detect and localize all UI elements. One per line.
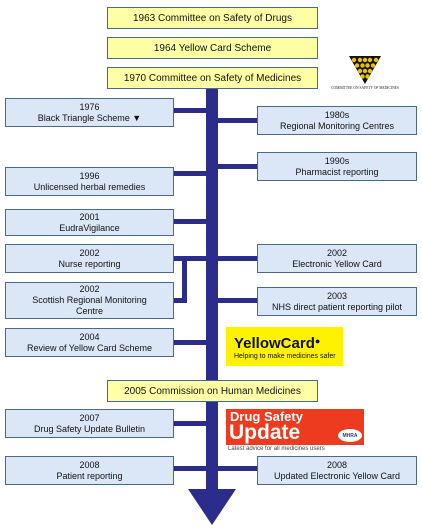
event-year: 2008 (79, 459, 100, 470)
yellow-card-logo-tagline: Helping to make medicines safer (234, 352, 336, 360)
event-1976: 1976 Black Triangle Scheme ▼ (5, 98, 174, 127)
left-connectors (173, 108, 207, 471)
drug-safety-update-logo: Drug Safety Update MHRA Latest advice fo… (226, 409, 366, 455)
event-2002-nurse: 2002 Nurse reporting (5, 244, 174, 273)
yellow-card-logo-title: YellowCard● (234, 334, 321, 352)
milestone-label: 2005 Commission on Human Medicines (124, 385, 301, 397)
event-year: 2002 (79, 247, 100, 258)
event-label: Patient reporting (56, 470, 123, 481)
event-label: Scottish Regional Monitoring Centre (32, 295, 147, 316)
milestone-1970: 1970 Committee on Safety of Medicines (107, 67, 318, 89)
event-year: 1996 (79, 170, 100, 181)
milestone-1963: 1963 Committee on Safety of Drugs (107, 7, 318, 29)
event-label: Updated Electronic Yellow Card (273, 470, 401, 481)
mhra-badge-icon: MHRA (338, 429, 362, 442)
event-label: Regional Monitoring Centres (279, 120, 395, 131)
event-1990s: 1990s Pharmacist reporting (257, 152, 417, 181)
milestone-label: 1964 Yellow Card Scheme (153, 42, 272, 54)
right-connectors (217, 118, 258, 471)
event-2004: 2004 Review of Yellow Card Scheme (5, 328, 174, 357)
milestone-label: 1970 Committee on Safety of Medicines (123, 72, 302, 84)
milestone-2005: 2005 Commission on Human Medicines (107, 380, 318, 402)
event-year: 2001 (79, 211, 100, 222)
milestone-1964: 1964 Yellow Card Scheme (107, 37, 318, 59)
event-year: 2002 (326, 247, 348, 258)
event-1996: 1996 Unlicensed herbal remedies (5, 167, 174, 196)
event-1980s: 1980s Regional Monitoring Centres (257, 106, 417, 135)
event-label: Black Triangle Scheme ▼ (37, 112, 142, 123)
event-2002-scottish: 2002 Scottish Regional Monitoring Centre (5, 282, 174, 319)
timeline-arrowhead (188, 489, 236, 525)
event-label: Pharmacist reporting (295, 166, 379, 177)
yellow-card-logo: YellowCard● Helping to make medicines sa… (226, 327, 343, 366)
event-2008-patient: 2008 Patient reporting (5, 456, 174, 485)
event-2003: 2003 NHS direct patient reporting pilot (257, 287, 417, 316)
dsu-title-line1: Drug Safety (230, 409, 303, 424)
event-label: Electronic Yellow Card (292, 258, 382, 269)
event-year: 2007 (79, 412, 100, 423)
event-2007: 2007 Drug Safety Update Bulletin (5, 409, 174, 438)
event-label: Nurse reporting (58, 258, 121, 269)
milestone-label: 1963 Committee on Safety of Drugs (133, 12, 292, 24)
timeline-spine (206, 89, 218, 489)
csm-logo: COMMITTEE ON SAFETY OF MEDICINES (330, 56, 400, 102)
dsu-title-line2: Update (229, 421, 301, 444)
dsu-tagline: Latest advice for all medicines users (228, 446, 325, 452)
event-year: 1990s (324, 155, 350, 166)
event-year: 1980s (324, 109, 350, 120)
event-2001: 2001 EudraVigilance (5, 209, 174, 236)
event-label: EudraVigilance (59, 222, 120, 233)
event-year: 2004 (79, 331, 100, 342)
event-2002-electronic: 2002 Electronic Yellow Card (257, 244, 417, 273)
event-2008-updated: 2008 Updated Electronic Yellow Card (257, 456, 417, 485)
event-year: 2002 (79, 284, 100, 294)
event-label: Drug Safety Update Bulletin (33, 423, 146, 434)
event-year: 1976 (79, 101, 100, 112)
event-label: Review of Yellow Card Scheme (26, 342, 153, 353)
event-year: 2003 (326, 290, 348, 301)
csm-logo-text: COMMITTEE ON SAFETY OF MEDICINES (331, 86, 399, 90)
black-triangle-icon (349, 56, 381, 84)
drug-safety-update-banner: Drug Safety Update MHRA (226, 409, 364, 445)
event-label: Unlicensed herbal remedies (33, 181, 146, 192)
event-year: 2008 (326, 459, 348, 470)
bracket-2002-connector (173, 256, 187, 303)
speech-bubble-icon: ● (314, 335, 321, 346)
event-label: NHS direct patient reporting pilot (271, 301, 403, 312)
